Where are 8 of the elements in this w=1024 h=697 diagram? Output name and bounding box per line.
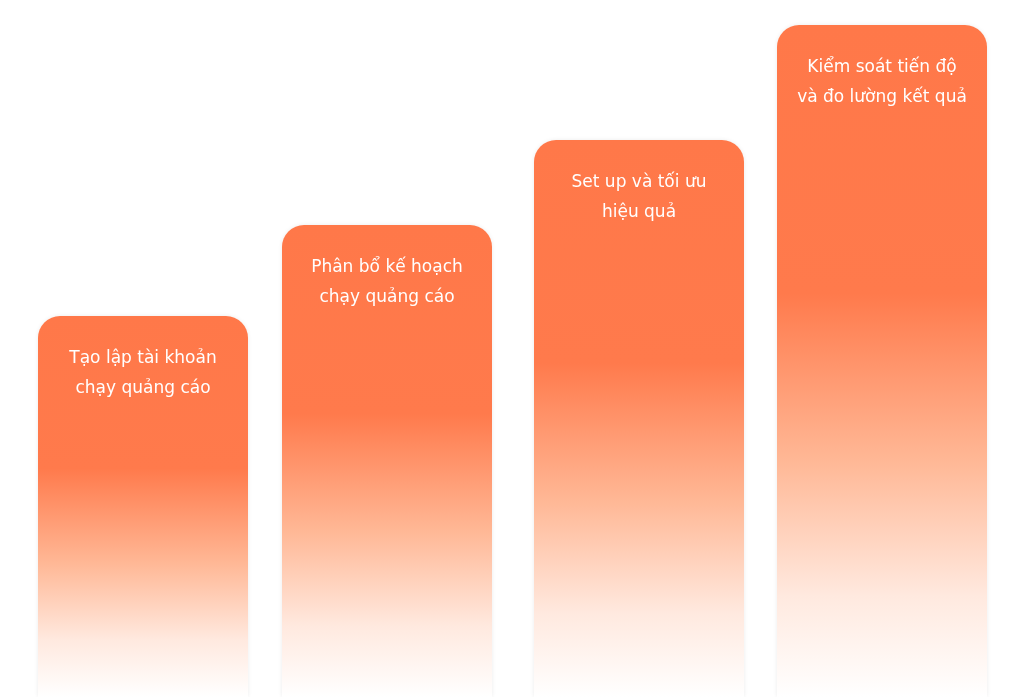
step-bar [777,25,987,697]
step-bar [534,140,744,697]
step-label: Set up và tối ưu hiệu quả [570,170,708,223]
step-bar [282,225,492,697]
step-label: Kiểm soát tiến độ và đo lường kết quả [796,55,968,108]
step-label: Tạo lập tài khoản chạy quảng cáo [68,346,218,399]
step-label: Phân bổ kế hoạch chạy quảng cáo [310,255,464,308]
step-bar [38,316,248,697]
